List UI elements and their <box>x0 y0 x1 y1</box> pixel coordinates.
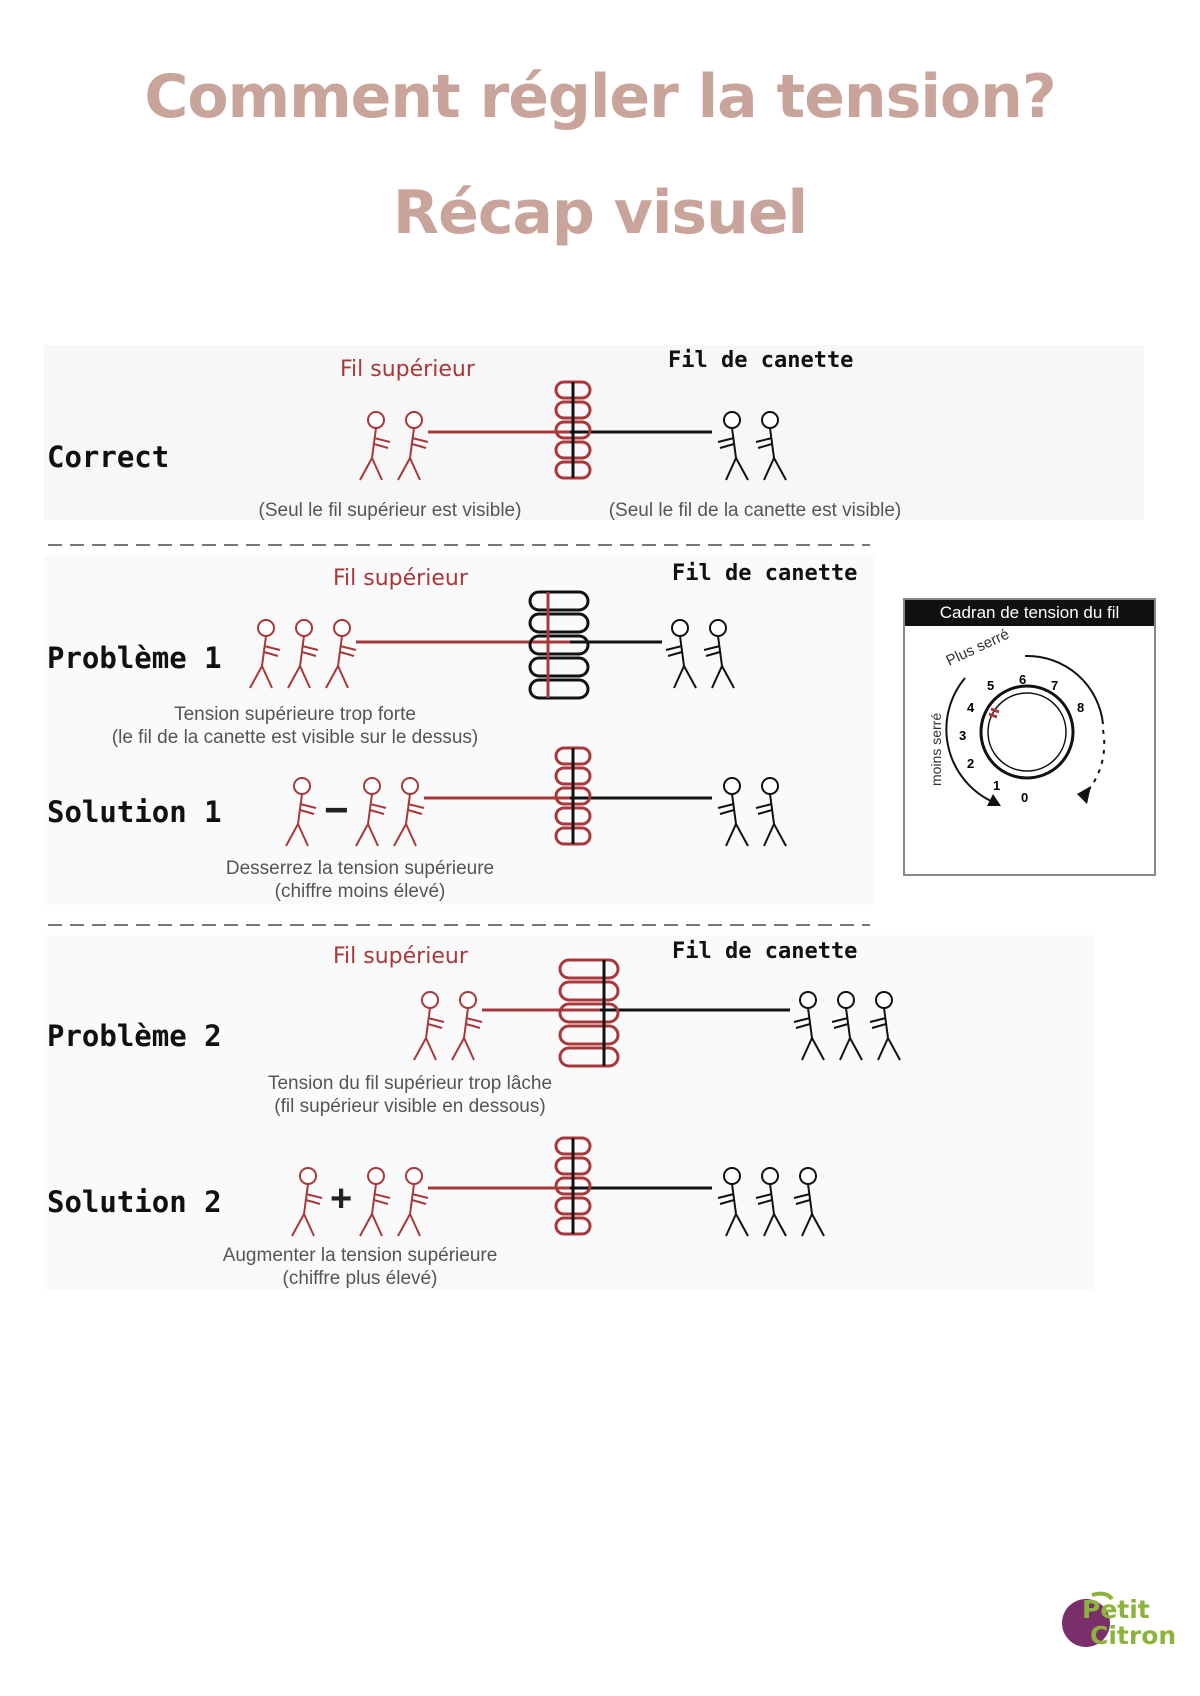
solution2-stitch <box>554 1136 592 1236</box>
page-title: Comment régler la tension? <box>144 62 1056 132</box>
dial-number-0: 0 <box>1021 790 1028 805</box>
tighter-arrow-icon <box>1077 786 1091 804</box>
tension-dial-panel: Cadran de tension du fil Plus serré moin… <box>903 598 1156 876</box>
looser-arc <box>945 677 994 803</box>
bobbin-thread-label-p1: Fil de canette <box>672 561 858 586</box>
caption-problem1: Tension supérieure trop forte (le fil de… <box>111 704 479 748</box>
caption-solution2: Augmenter la tension supérieure (chiffre… <box>222 1245 498 1289</box>
row-label-solution2: Solution 2 <box>47 1185 222 1219</box>
solution1-bobbin-team <box>717 777 787 847</box>
problem1-stitch <box>528 590 590 700</box>
problem1-upper-team <box>249 619 357 689</box>
row-label-problem1: Problème 1 <box>47 641 222 675</box>
upper-thread-label-p2: Fil supérieur <box>333 944 468 969</box>
solution1-stitch <box>554 746 592 846</box>
dial-outer-ring <box>979 684 1075 780</box>
upper-thread-label: Fil supérieur <box>340 357 475 382</box>
lemon-icon <box>1062 1591 1114 1647</box>
dial-number-2: 2 <box>967 756 974 771</box>
dial-number-4: 4 <box>967 700 975 715</box>
caption-problem2: Tension du fil supérieur trop lâche (fil… <box>267 1073 553 1117</box>
plus-sign: + <box>330 1178 353 1220</box>
caption-correct-left: (Seul le fil supérieur est visible) <box>258 500 522 521</box>
logo-text-line1: Petit <box>1082 1595 1150 1624</box>
dial-number-6: 6 <box>1019 672 1026 687</box>
looser-label: moins serré <box>928 713 944 786</box>
upper-thread-label-p1: Fil supérieur <box>333 566 468 591</box>
caption-solution1: Desserrez la tension supérieure (chiffre… <box>225 858 495 902</box>
bobbin-thread-label-p2: Fil de canette <box>672 939 858 964</box>
solution2-bobbin-team <box>717 1167 825 1237</box>
petit-citron-logo: Petit Citron <box>1058 1585 1178 1655</box>
solution1-upper-team <box>285 777 425 847</box>
dial-marker <box>988 712 998 719</box>
page-subtitle: Récap visuel <box>392 178 808 248</box>
logo-text-line2: Citron <box>1090 1621 1177 1650</box>
dial-number-5: 5 <box>987 678 994 693</box>
solution2-upper-team <box>291 1167 429 1237</box>
dial-number-8: 8 <box>1077 700 1084 715</box>
bobbin-thread-label: Fil de canette <box>668 348 854 373</box>
row-label-correct: Correct <box>47 440 170 474</box>
dial-number-3: 3 <box>959 728 966 743</box>
correct-bobbin-team <box>717 411 787 481</box>
problem2-upper-team <box>413 991 483 1061</box>
correct-upper-team <box>359 411 429 481</box>
tighter-arc <box>1024 654 1104 725</box>
problem1-bobbin-team <box>665 619 735 689</box>
looser-arrow-icon <box>987 794 1001 806</box>
tighter-label: Plus serré <box>944 626 1012 670</box>
correct-stitch <box>554 380 592 480</box>
row-band-problem2 <box>44 935 1094 1290</box>
problem2-stitch <box>558 958 620 1068</box>
minus-sign: − <box>324 786 349 833</box>
problem2-bobbin-team <box>793 991 901 1061</box>
caption-correct-right: (Seul le fil de la canette est visible) <box>608 500 902 521</box>
dial-title: Cadran de tension du fil <box>905 600 1154 626</box>
dial-number-1: 1 <box>993 778 1000 793</box>
dial-inner-ring <box>987 692 1067 772</box>
row-label-problem2: Problème 2 <box>47 1019 222 1053</box>
row-band-problem1 <box>44 555 874 905</box>
row-label-solution1: Solution 1 <box>47 795 222 829</box>
dial-number-7: 7 <box>1051 678 1058 693</box>
tension-dial: Plus serré moins serré 0 1 2 3 4 5 6 7 8 <box>928 626 1106 806</box>
